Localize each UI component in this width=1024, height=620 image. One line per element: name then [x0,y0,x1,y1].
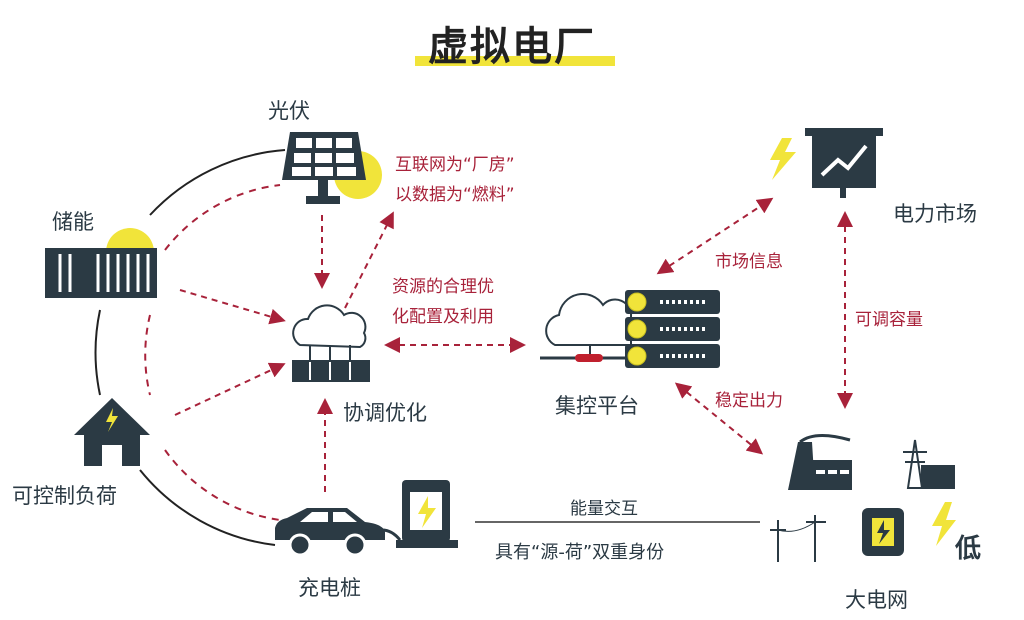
coordination-label: 协调优化 [343,401,427,425]
charger-label: 充电桩 [298,576,361,600]
utility-pole-icon [770,515,826,562]
grid-label: 大电网 [845,588,908,612]
capacity-annotation: 可调容量 [855,310,923,330]
power-market-label: 电力市场 [893,202,977,226]
power-plant-icon [788,434,852,490]
car-icon [275,508,402,557]
stable-output-annotation: 稳定出力 [715,391,783,411]
market-chart-icon [805,128,883,198]
solar-label: 光伏 [268,99,310,123]
lightning-icon [770,138,796,180]
load-label: 可控制负荷 [12,484,117,508]
page-title: 虚拟电厂 [428,24,596,70]
transformer-icon [862,508,904,556]
resource-annotation-2: 化配置及利用 [392,307,494,327]
house-load-icon [74,398,150,466]
control-platform-label: 集控平台 [555,394,639,418]
internet-annotation-1: 互联网为“厂房” [395,155,515,175]
transmission-tower-icon [903,439,955,489]
dual-identity-label: 具有“源-荷”双重身份 [495,542,665,563]
energy-exchange-label: 能量交互 [570,499,638,519]
title-underline [415,56,615,66]
inner-dashed-arc [144,184,281,521]
solar-panel-icon [282,132,382,204]
charging-station-icon [396,480,458,548]
low-label: 低 [955,534,982,564]
outer-arc [149,149,286,216]
internet-annotation-2: 以数据为“燃料” [395,185,515,205]
resource-annotation-1: 资源的合理优 [392,277,494,297]
battery-storage-icon [45,228,157,298]
cloud-network-icon [292,304,370,382]
server-cloud-icon [540,290,720,368]
market-info-annotation: 市场信息 [715,252,783,272]
lightning-icon [932,502,956,546]
flow-arrows [174,197,853,492]
storage-label: 储能 [52,210,94,234]
